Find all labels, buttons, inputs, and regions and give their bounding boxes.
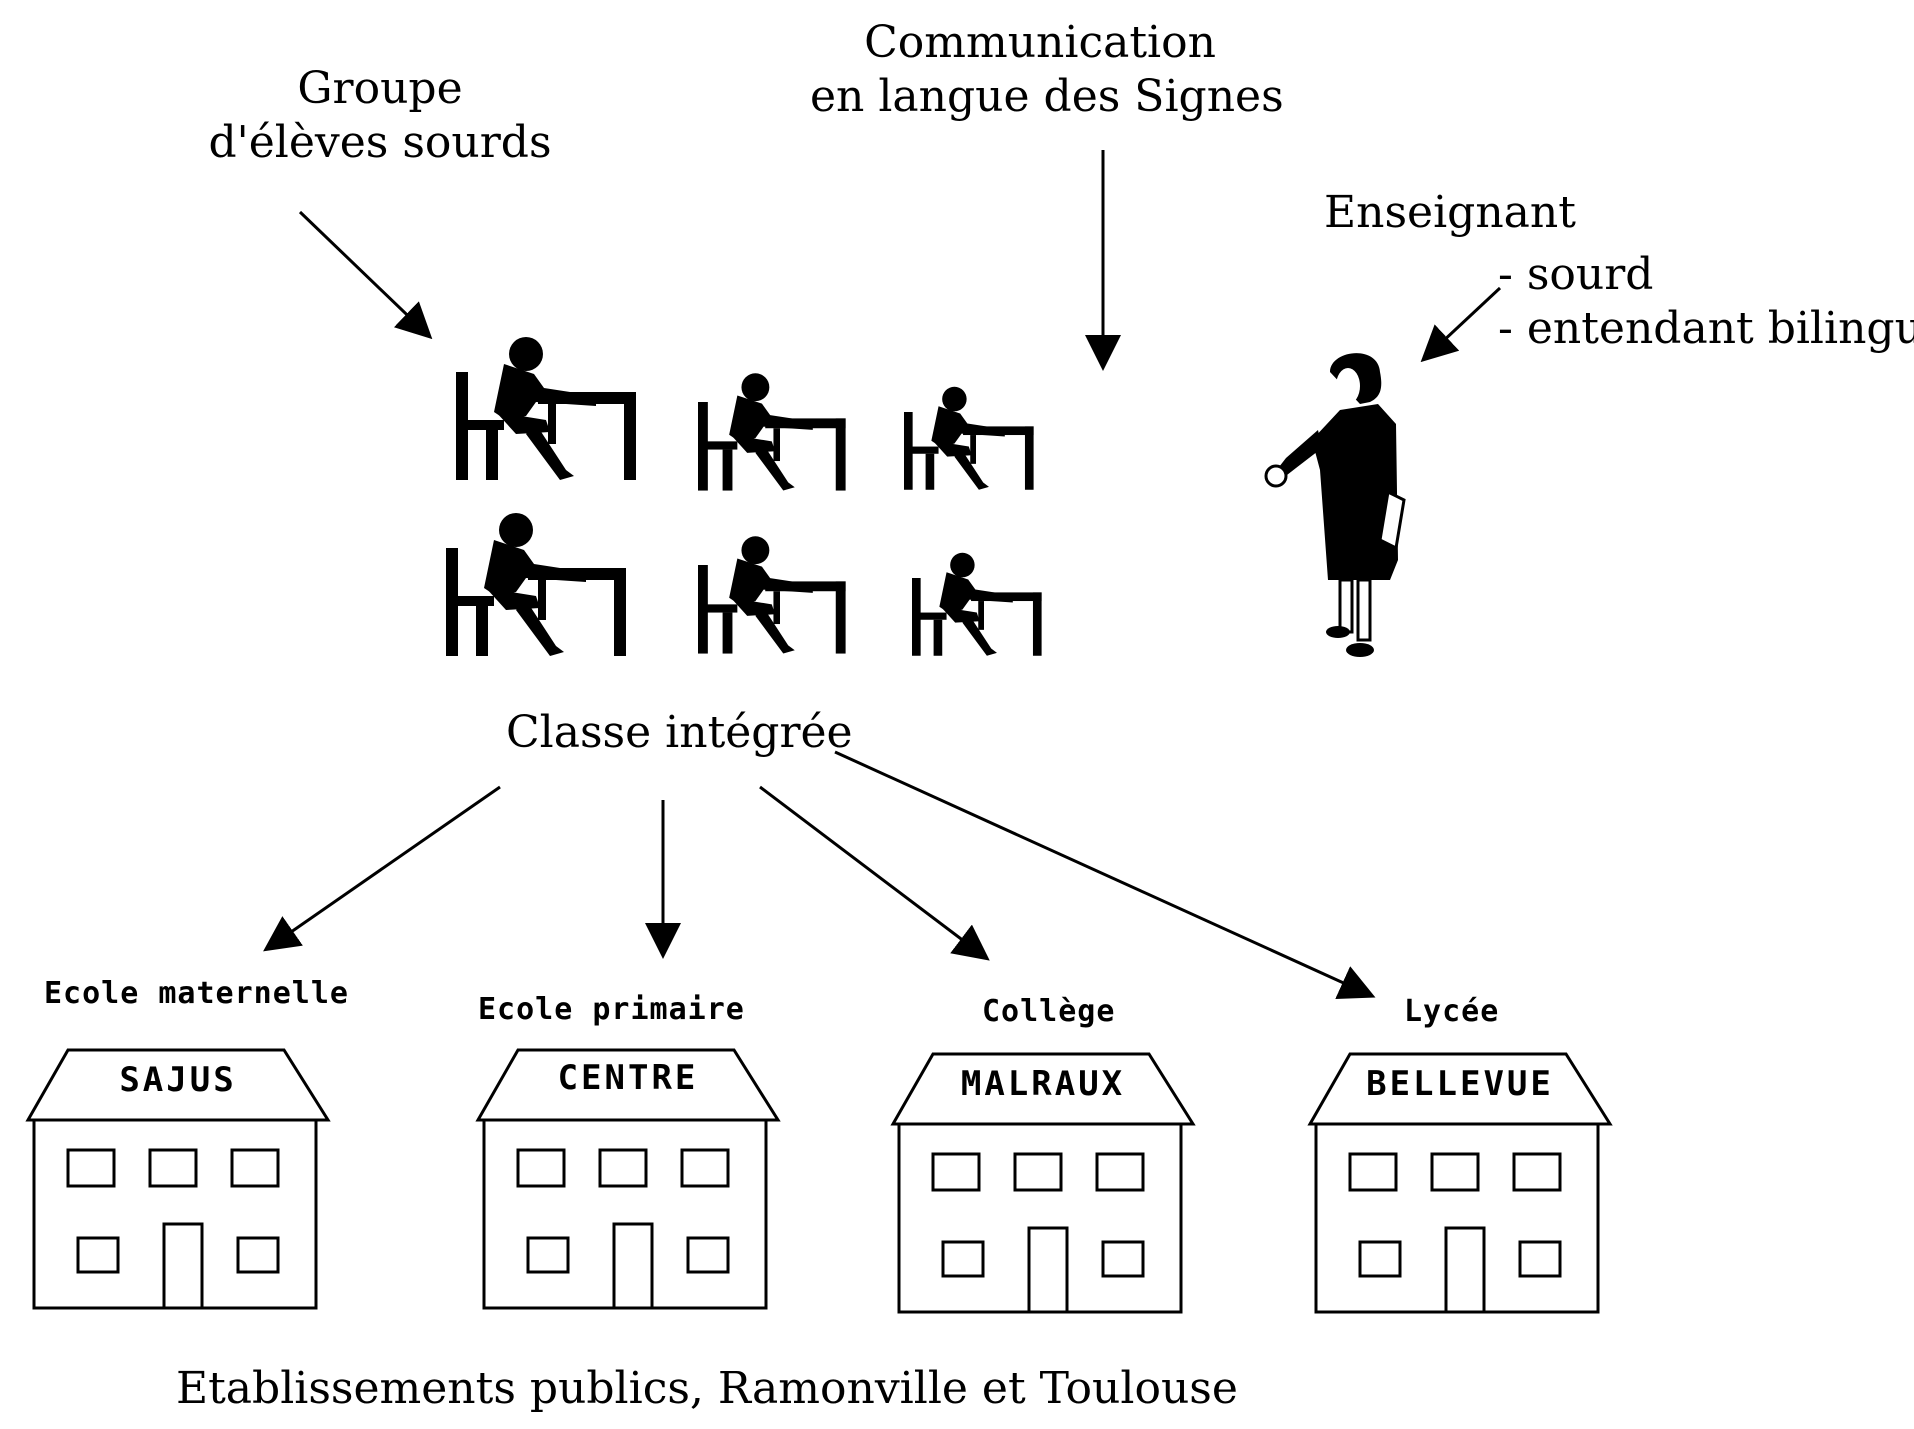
- student-at-desk-icon: [698, 373, 846, 491]
- footer-caption: Etablissements publics, Ramonville et To…: [176, 1363, 1238, 1414]
- school-name-malraux: MALRAUX: [960, 1064, 1126, 1104]
- teacher-icon: [1264, 353, 1406, 657]
- group-label: Groupe d'élèves sourds: [140, 62, 620, 170]
- group-label-line1: Groupe: [297, 63, 463, 114]
- communication-label: Communication en langue des Signes: [810, 16, 1284, 124]
- student-at-desk-icon: [456, 337, 636, 480]
- teacher-item-entendant: - entendant bilingue: [1498, 303, 1914, 354]
- arrow-class-to-lycee: [834, 750, 1376, 999]
- arrow-teacher-label-to-teacher: [1420, 286, 1502, 363]
- school-type-primaire: Ecole primaire: [478, 992, 745, 1027]
- arrow-class-to-maternelle: [263, 785, 501, 952]
- student-at-desk-icon: [912, 552, 1042, 656]
- school-type-maternelle: Ecole maternelle: [44, 976, 349, 1011]
- group-label-line2: d'élèves sourds: [208, 117, 552, 168]
- teacher-item-sourd: - sourd: [1498, 249, 1654, 300]
- student-at-desk-icon: [698, 536, 846, 654]
- school-type-college: Collège: [982, 994, 1116, 1029]
- student-at-desk icon: [904, 386, 1034, 490]
- school-name-centre: CENTRE: [557, 1058, 699, 1098]
- communication-label-line2: en langue des Signes: [810, 71, 1284, 122]
- communication-label-line1: Communication: [864, 17, 1216, 68]
- arrow-class-to-college: [759, 785, 990, 961]
- teacher-title: Enseignant: [1324, 187, 1576, 238]
- school-type-lycee: Lycée: [1404, 994, 1500, 1029]
- student-at-desk-icon: [446, 513, 626, 656]
- school-name-bellevue: BELLEVUE: [1366, 1064, 1554, 1104]
- class-label: Classe intégrée: [506, 707, 853, 758]
- arrow-group-to-class: [298, 210, 433, 340]
- school-name-sajus: SAJUS: [119, 1060, 237, 1100]
